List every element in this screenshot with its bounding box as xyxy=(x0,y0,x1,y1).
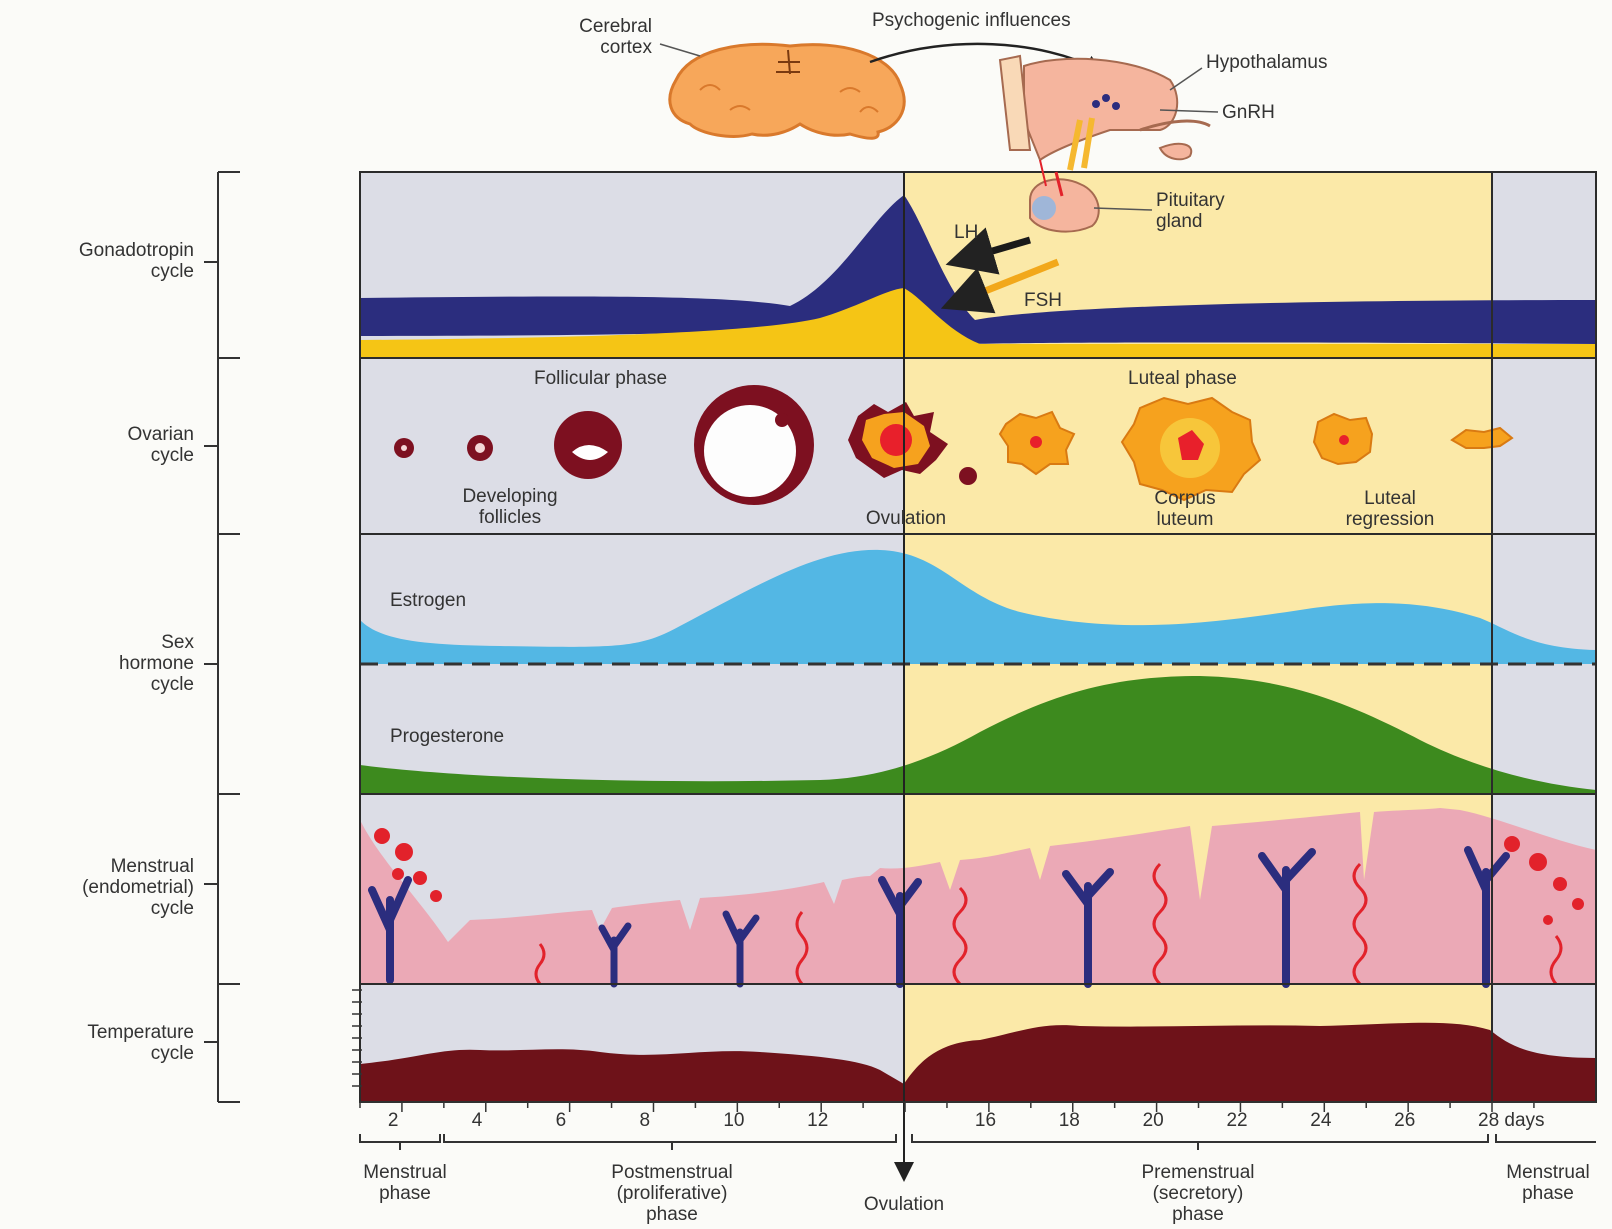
phase-postmenstrual: Postmenstrual(proliferative)phase xyxy=(572,1162,772,1225)
hypothalamus-illustration xyxy=(1000,56,1210,170)
lh-label: LH xyxy=(954,222,978,243)
day-tick-label: 24 xyxy=(1310,1110,1331,1131)
phase-premenstrual: Premenstrual(secretory)phase xyxy=(1098,1162,1298,1225)
ovulation-arrowhead xyxy=(894,1162,914,1182)
luteal-phase-label: Luteal phase xyxy=(1128,368,1237,389)
day-tick-label: 20 xyxy=(1143,1110,1164,1131)
day-tick-label: 26 xyxy=(1394,1110,1415,1131)
hypothalamus-label: Hypothalamus xyxy=(1206,52,1327,73)
day-tick-label: 6 xyxy=(556,1110,567,1131)
day-tick-label: 12 xyxy=(807,1110,828,1131)
ovum-released xyxy=(959,467,977,485)
day-tick-label: 16 xyxy=(975,1110,996,1131)
phase-brackets xyxy=(360,1134,1596,1150)
cortex-pointer xyxy=(660,44,700,56)
day-tick-label: 2 xyxy=(388,1110,399,1131)
estrogen-label: Estrogen xyxy=(390,590,466,611)
follicular-phase-label: Follicular phase xyxy=(534,368,667,389)
progesterone-label: Progesterone xyxy=(390,726,504,747)
day-tick-label: 4 xyxy=(472,1110,483,1131)
row-label-menstrual: Menstrual(endometrial)cycle xyxy=(0,856,194,919)
cerebral-cortex-illustration xyxy=(670,44,904,138)
phase-ovulation: Ovulation xyxy=(834,1194,974,1215)
day-tick-label: 8 xyxy=(639,1110,650,1131)
day-tick-label: 18 xyxy=(1059,1110,1080,1131)
gnrh-label: GnRH xyxy=(1222,102,1275,123)
day-tick-label: 22 xyxy=(1226,1110,1247,1131)
fsh-label: FSH xyxy=(1024,290,1062,311)
follicle-3 xyxy=(554,411,622,479)
ovulation-ovary-label: Ovulation xyxy=(836,508,976,529)
hypothalamus-pointer xyxy=(1170,68,1202,90)
row-brackets xyxy=(204,172,240,1102)
psychogenic-label: Psychogenic influences xyxy=(872,10,1071,31)
pituitary-illustration xyxy=(1030,160,1099,232)
day-tick-label: 28 days xyxy=(1478,1110,1545,1131)
day-tick-label: 10 xyxy=(723,1110,744,1131)
